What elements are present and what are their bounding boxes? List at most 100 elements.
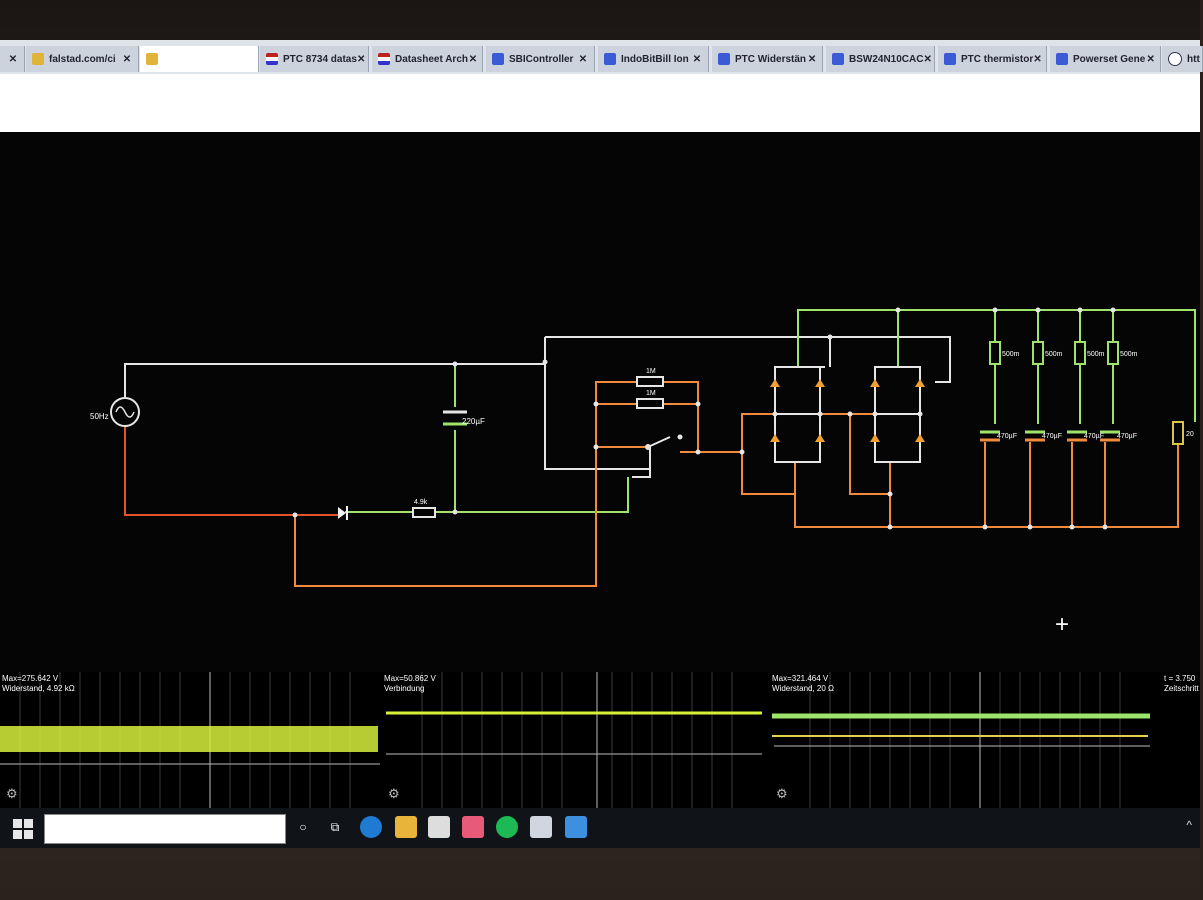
circuit-canvas[interactable]: 50Hz 220µF 4.9k 1M 1M	[0, 132, 1200, 672]
browser-tab[interactable]: ✕	[0, 46, 25, 72]
tab-label: Powerset Gene	[1073, 53, 1146, 65]
scope-panel-2[interactable]: Max=50.862 V Verbindung ⚙	[382, 672, 766, 808]
scope-info: Max=275.642 V Widerstand, 4.92 kΩ	[2, 674, 75, 694]
ac-source[interactable]	[110, 397, 140, 427]
gear-icon[interactable]: ⚙	[388, 786, 400, 801]
load-res-label: 500m	[1120, 351, 1138, 358]
close-icon[interactable]: ✕	[807, 53, 817, 65]
close-icon[interactable]: ✕	[923, 53, 932, 65]
browser-tab[interactable]: htt	[1162, 46, 1203, 72]
tab-label: SBIController	[509, 53, 574, 65]
resistor-1m-a[interactable]	[636, 376, 664, 387]
series-diode[interactable]	[338, 506, 348, 520]
app-icon[interactable]	[530, 816, 552, 838]
sim-time: t = 3.750	[1164, 674, 1196, 683]
load-resistors[interactable]	[989, 341, 1119, 365]
right-res-label: 20	[1186, 431, 1194, 438]
remote-desktop-icon[interactable]	[565, 816, 587, 838]
scope-info: t = 3.750 Zeitschritt	[1164, 674, 1199, 694]
toggle-switch[interactable]	[645, 434, 683, 450]
right-load-resistor[interactable]	[1172, 421, 1184, 445]
browser-tab[interactable]: Datasheet Arch ✕	[372, 46, 483, 72]
scope-info: Max=50.862 V Verbindung	[384, 674, 436, 694]
sim-timestep: Zeitschritt	[1164, 684, 1199, 693]
orange-wires	[294, 381, 1179, 587]
search-field[interactable]	[44, 814, 286, 844]
scope-info: Max=321.464 V Widerstand, 20 Ω	[772, 674, 834, 694]
browser-tab[interactable]: Powerset Gene ✕	[1050, 46, 1161, 72]
page-icon	[1056, 53, 1068, 65]
sim-time-info: t = 3.750 Zeitschritt	[1162, 672, 1200, 808]
explorer-icon[interactable]	[395, 816, 417, 838]
res-b-label: 1M	[646, 390, 656, 397]
scope-panel-3[interactable]: Max=321.464 V Widerstand, 20 Ω ⚙	[770, 672, 1160, 808]
cap-main-label: 220µF	[462, 417, 485, 426]
browser-tab[interactable]: falstad.com/ci ✕	[26, 46, 139, 72]
browser-tab[interactable]: PTC Widerstän ✕	[712, 46, 823, 72]
scope-value: Max=321.464 V	[772, 674, 829, 683]
filter-capacitors[interactable]	[980, 430, 1120, 442]
page-icon	[604, 53, 616, 65]
browser-tab[interactable]: SBIController ✕	[486, 46, 595, 72]
close-icon[interactable]: ✕	[468, 53, 478, 65]
scope-grid	[386, 672, 762, 808]
cap-label: 470µF	[1117, 433, 1137, 440]
circuit-diagram: 50Hz 220µF 4.9k 1M 1M	[90, 307, 1196, 638]
close-icon[interactable]: ✕	[578, 53, 588, 65]
bridge-rectifier-2[interactable]	[870, 366, 925, 463]
resistor-4k9[interactable]	[412, 507, 436, 518]
flag-icon	[266, 53, 278, 65]
browser-tab[interactable]: PTC 8734 datas ✕	[260, 46, 369, 72]
spotify-icon[interactable]	[496, 816, 518, 838]
store-icon[interactable]	[428, 816, 450, 838]
scope-panel-1[interactable]: Max=275.642 V Widerstand, 4.92 kΩ ⚙	[0, 672, 380, 808]
red-wires	[124, 427, 338, 516]
cortana-icon[interactable]: ○	[299, 820, 307, 834]
browser-tab[interactable]: BSW24N10CAC ✕	[826, 46, 935, 72]
load-res-label: 500m	[1045, 351, 1063, 358]
address-bar-area[interactable]	[0, 74, 1200, 132]
scope-element: Widerstand, 4.92 kΩ	[2, 684, 75, 693]
tab-label: PTC Widerstän	[735, 53, 807, 65]
cap-label: 470µF	[997, 433, 1017, 440]
browser-tab[interactable]: IndoBitBill Ion ✕	[598, 46, 709, 72]
crosshair-cursor-icon: +	[1055, 611, 1069, 638]
main-capacitor[interactable]	[443, 410, 467, 426]
close-icon[interactable]: ✕	[356, 53, 366, 65]
tab-label: Datasheet Arch	[395, 53, 468, 65]
close-icon[interactable]: ✕	[1033, 53, 1042, 65]
edge-icon[interactable]	[360, 816, 382, 838]
close-icon[interactable]: ✕	[692, 53, 702, 65]
tab-label: BSW24N10CAC	[849, 53, 924, 65]
browser-tab-bar: ✕ falstad.com/ci ✕ PTC 8734 datas ✕ Data…	[0, 40, 1203, 74]
gear-icon[interactable]: ⚙	[776, 786, 788, 801]
globe-icon	[1168, 52, 1182, 66]
tray-chevron-icon[interactable]: ^	[1186, 818, 1192, 832]
resistor-1m-b[interactable]	[636, 398, 664, 409]
close-icon[interactable]: ✕	[122, 53, 132, 65]
screen: ✕ falstad.com/ci ✕ PTC 8734 datas ✕ Data…	[0, 40, 1203, 848]
flag-icon	[378, 53, 390, 65]
paint-icon[interactable]	[462, 816, 484, 838]
gear-icon[interactable]: ⚙	[6, 786, 18, 801]
page-icon	[832, 53, 844, 65]
scope-grid	[0, 672, 380, 808]
page-icon	[944, 53, 956, 65]
close-icon[interactable]: ✕	[1146, 53, 1155, 65]
page-icon	[492, 53, 504, 65]
bridge-rectifier-1[interactable]	[770, 366, 825, 463]
taskview-icon[interactable]: ⧉	[330, 819, 340, 834]
cap-label: 470µF	[1084, 433, 1104, 440]
scope-value: Max=50.862 V	[384, 674, 436, 683]
browser-tab-active[interactable]	[140, 46, 259, 72]
database-icon	[146, 53, 158, 65]
load-res-label: 500m	[1002, 351, 1020, 358]
browser-tab[interactable]: PTC thermistor ✕	[938, 46, 1047, 72]
green-wires	[345, 309, 1196, 513]
close-icon[interactable]: ✕	[8, 53, 18, 65]
white-wires	[124, 336, 951, 478]
scope-area: Max=275.642 V Widerstand, 4.92 kΩ ⚙ Max	[0, 672, 1200, 808]
tab-label: PTC thermistor	[961, 53, 1034, 65]
start-icon[interactable]	[12, 818, 34, 840]
scope-element: Verbindung	[384, 684, 425, 693]
